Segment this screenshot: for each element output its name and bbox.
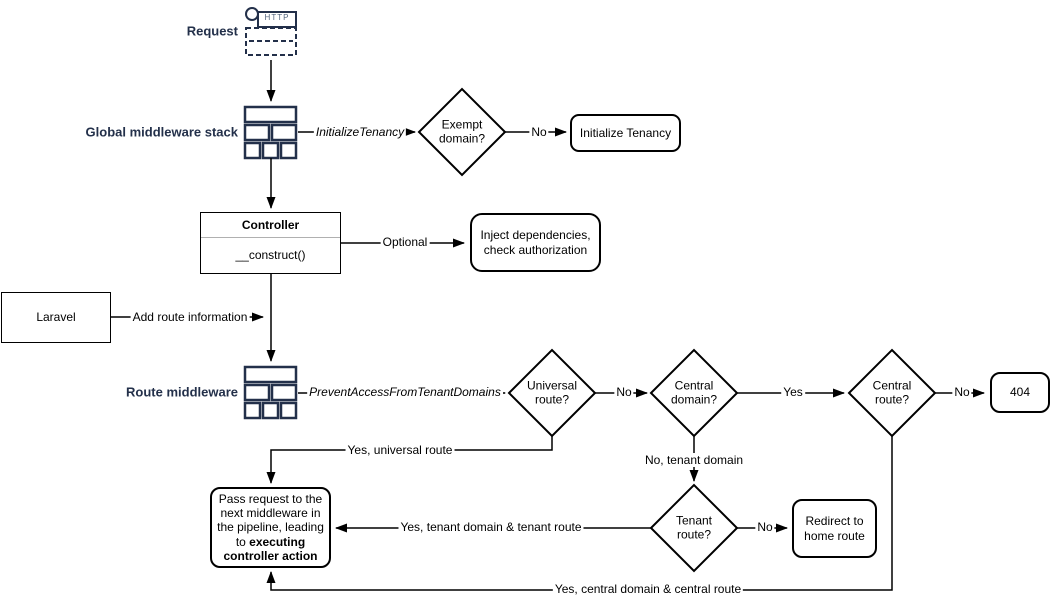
tenant-route-diamond [649,483,739,573]
edge-label-universal-no: No [614,385,634,399]
pass-request-node: Pass request to the next middleware in t… [210,487,331,568]
edge-label-tenant-route-no: No [755,520,775,534]
request-label: Request [186,23,238,39]
universal-route-text: Universal route? [526,378,578,407]
initialize-tenancy-node: Initialize Tenancy [570,114,681,152]
central-route-text: Central route? [872,378,912,407]
redirect-home-node: Redirect to home route [792,499,877,558]
edge-label-no-tenant-domain: No, tenant domain [642,453,746,467]
exempt-domain-diamond [417,87,507,177]
edge-label-yes-universal-route: Yes, universal route [345,443,455,457]
edge-label-initialize-tenancy: InitializeTenancy [313,125,407,139]
inject-dependencies-node: Inject dependencies, check authorization [470,213,601,272]
edge-label-add-route-information: Add route information [130,310,250,324]
route-middleware-icon [243,365,298,420]
edge-label-yes-central-domain-route: Yes, central domain & central route [552,582,744,596]
central-domain-text: Central domain? [670,378,718,407]
http-badge: HTTP [264,13,290,22]
pass-request-text: Pass request to the next middleware in t… [217,491,324,564]
request-http-icon [245,7,297,56]
route-middleware-label: Route middleware [126,384,238,400]
exempt-domain-text: Exempt domain? [438,117,486,146]
tenant-route-text: Tenant route? [675,513,713,542]
edge-label-yes-tenant-domain-route: Yes, tenant domain & tenant route [398,520,584,534]
edge-label-exempt-no: No [529,125,549,139]
central-route-diamond [847,348,937,438]
laravel-node: Laravel [1,292,111,343]
global-middleware-stack-label: Global middleware stack [85,124,238,140]
edge-label-central-domain-yes: Yes [781,385,805,399]
edge-label-optional: Optional [380,235,430,249]
pass-request-bold: executing controller action [223,534,318,564]
edge-label-prevent-access: PreventAccessFromTenantDomains [307,385,503,399]
central-domain-diamond [649,348,739,438]
controller-title: Controller [201,213,340,238]
global-middleware-stack-icon [243,105,298,160]
not-found-node: 404 [990,372,1050,413]
controller-node: Controller __construct() [200,212,341,274]
universal-route-diamond [507,348,597,438]
edge-label-central-route-no: No [952,385,972,399]
controller-method: __construct() [235,248,306,263]
